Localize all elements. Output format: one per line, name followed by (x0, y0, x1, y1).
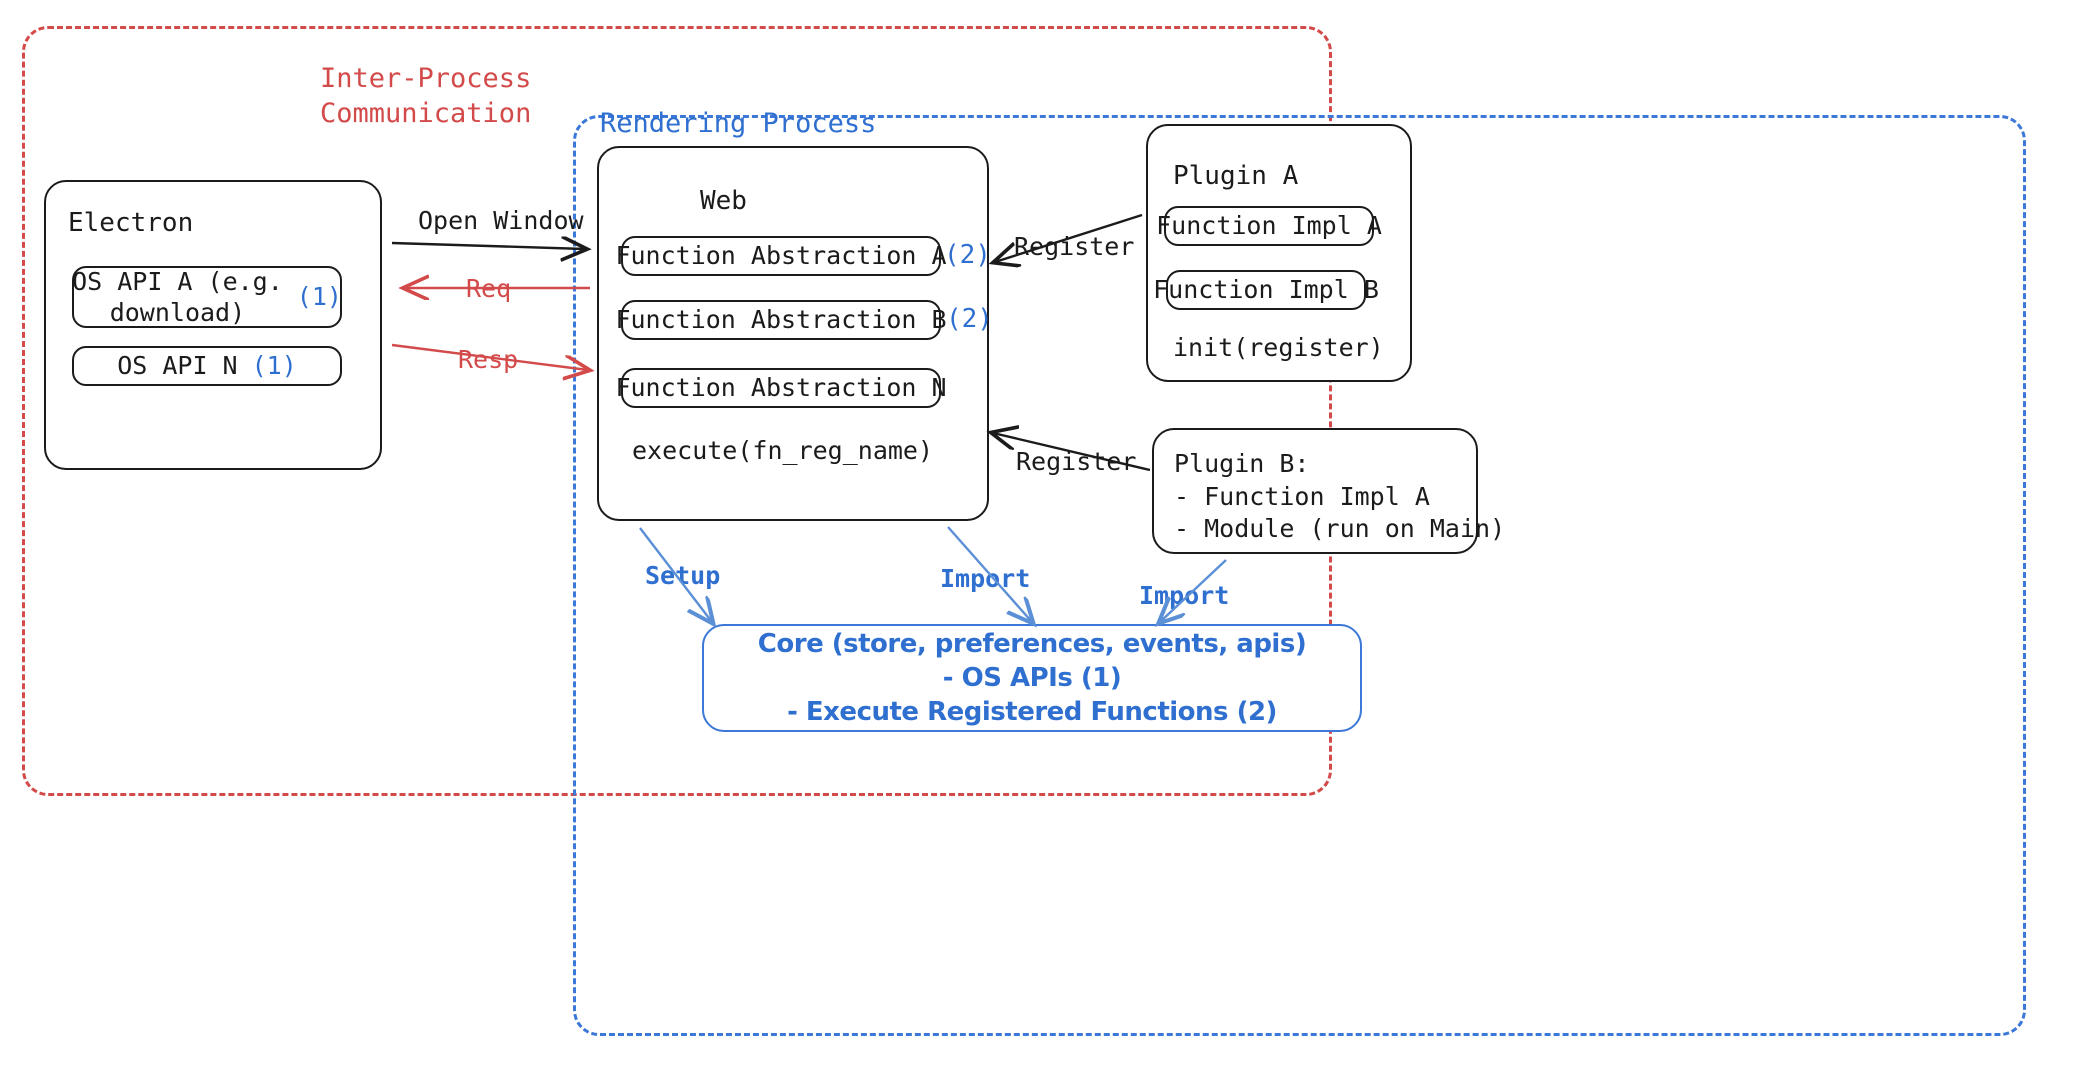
connector-label-req: Req (466, 274, 512, 303)
group-inter-process-communication (22, 26, 1332, 796)
connector-label-import-web: Import (940, 564, 1031, 593)
os-api-a-marker: (1) (296, 282, 342, 312)
connector-label-import-plugin-b: Import (1139, 581, 1230, 610)
electron-title: Electron (68, 208, 194, 238)
os-api-a-label: OS API A (e.g. download) (72, 266, 283, 327)
group-label-inter-process-communication: Inter-Process Communication (320, 63, 532, 129)
connector-label-setup: Setup (645, 561, 721, 590)
connector-label-open-window: Open Window (418, 206, 584, 235)
plugin-b-text: Plugin B: - Function Impl A - Module (ru… (1174, 449, 1506, 543)
group-label-rendering-process: Rendering Process (600, 108, 877, 139)
connector-label-resp: Resp (458, 345, 519, 374)
core-text: Core (store, preferences, events, apis) … (757, 628, 1307, 728)
web-title: Web (700, 186, 747, 216)
os-api-a-box: OS API A (e.g. download) (1) (72, 266, 342, 328)
function-abstraction-a-box: Function Abstraction A (615, 236, 947, 276)
connector-label-register-plugin-b: Register (1016, 447, 1137, 476)
os-api-n-label: OS API N (117, 351, 238, 381)
web-execute-label: execute(fn_reg_name) (632, 436, 934, 465)
plugin-a-title: Plugin A (1173, 161, 1299, 191)
plugin-a-box (1146, 124, 1412, 382)
function-abstraction-b-box: Function Abstraction B (615, 300, 947, 340)
os-api-n-box: OS API N (1) (72, 346, 342, 386)
plugin-b-box (1152, 428, 1478, 554)
function-impl-b-box: Function Impl B (1153, 270, 1379, 310)
function-impl-a-box: Function Impl A (1156, 206, 1382, 246)
plugin-a-init-label: init(register) (1173, 333, 1384, 362)
core-box: Core (store, preferences, events, apis) … (702, 624, 1362, 732)
group-rendering-process (573, 115, 2026, 1036)
function-abstraction-n-box: Function Abstraction N (615, 368, 947, 408)
function-abstraction-a-marker: (2) (944, 240, 991, 270)
function-abstraction-b-marker: (2) (946, 304, 993, 334)
connector-label-register-plugin-a: Register (1014, 232, 1135, 261)
os-api-n-marker: (1) (251, 351, 297, 381)
